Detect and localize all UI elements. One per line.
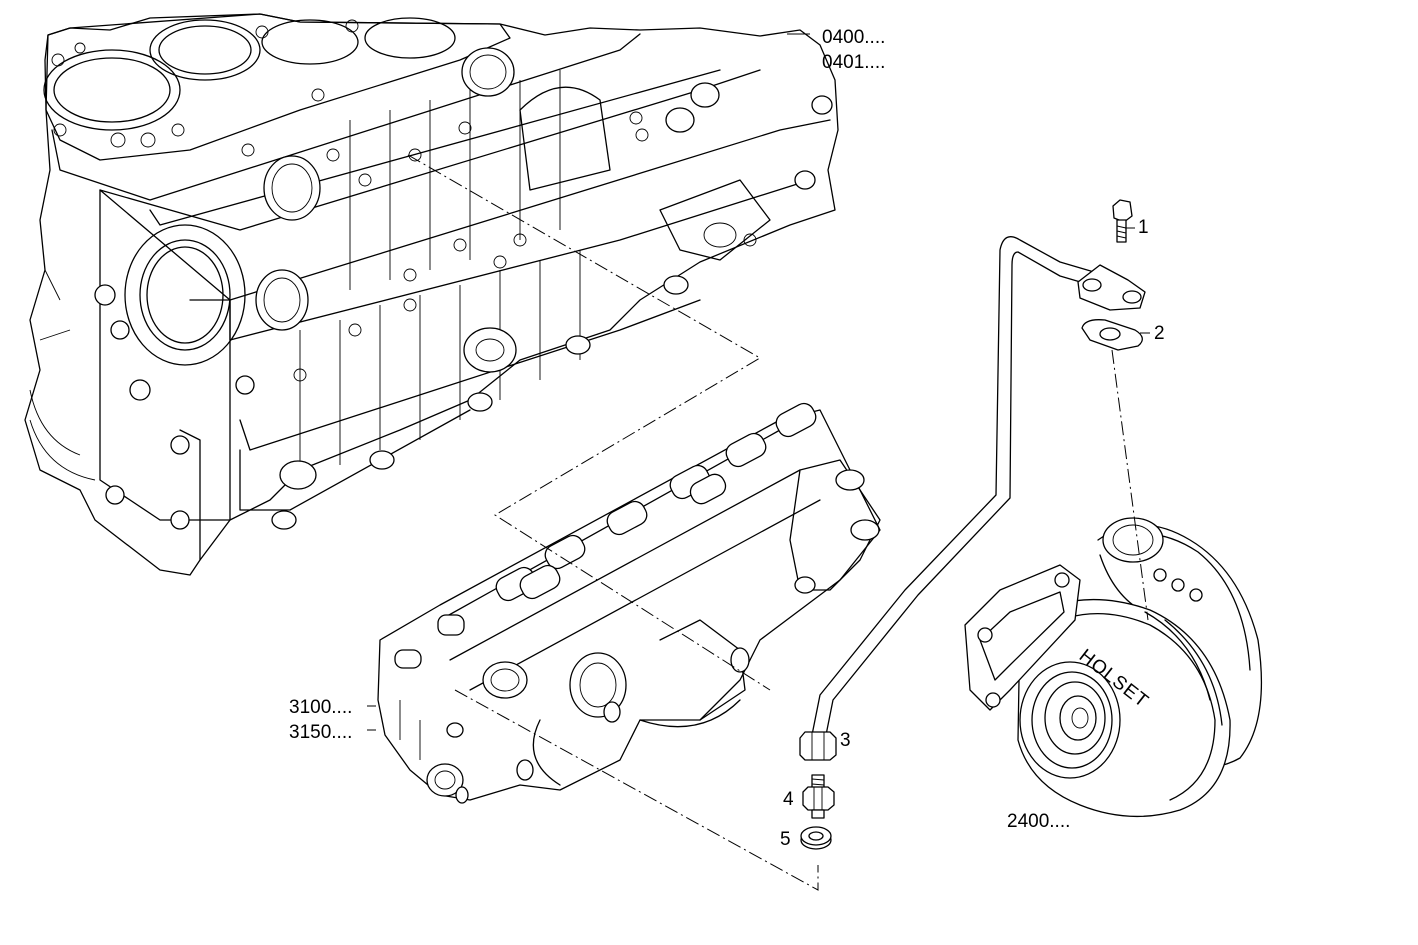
oil-feed-pipe	[811, 236, 1095, 736]
callout-0401: 0401....	[822, 52, 885, 73]
center-lines	[407, 154, 1149, 891]
sealing-washer	[800, 826, 832, 850]
callout-item-5: 5	[780, 829, 791, 850]
bolt	[1112, 199, 1133, 243]
callout-0400: 0400....	[822, 27, 885, 48]
callout-3150: 3150....	[289, 722, 352, 743]
gasket	[1081, 319, 1143, 351]
callout-item-3: 3	[840, 730, 851, 751]
callout-3100: 3100....	[289, 697, 352, 718]
manifold-runners	[495, 402, 817, 602]
adapter-fitting	[802, 774, 835, 819]
manifold	[377, 402, 881, 804]
callout-2400: 2400....	[1007, 811, 1070, 832]
turbocharger: HOLSET	[964, 517, 1263, 818]
callout-item-1: 1	[1138, 217, 1149, 238]
engine-block	[24, 13, 839, 576]
pipe-flange	[1077, 264, 1146, 311]
callout-labels: 0400.... 0401.... 3100.... 3150.... 2400…	[289, 27, 1165, 850]
callout-item-2: 2	[1154, 323, 1165, 344]
callout-leaders	[367, 33, 1150, 731]
callout-item-4: 4	[783, 789, 794, 810]
union-nut	[799, 731, 837, 761]
